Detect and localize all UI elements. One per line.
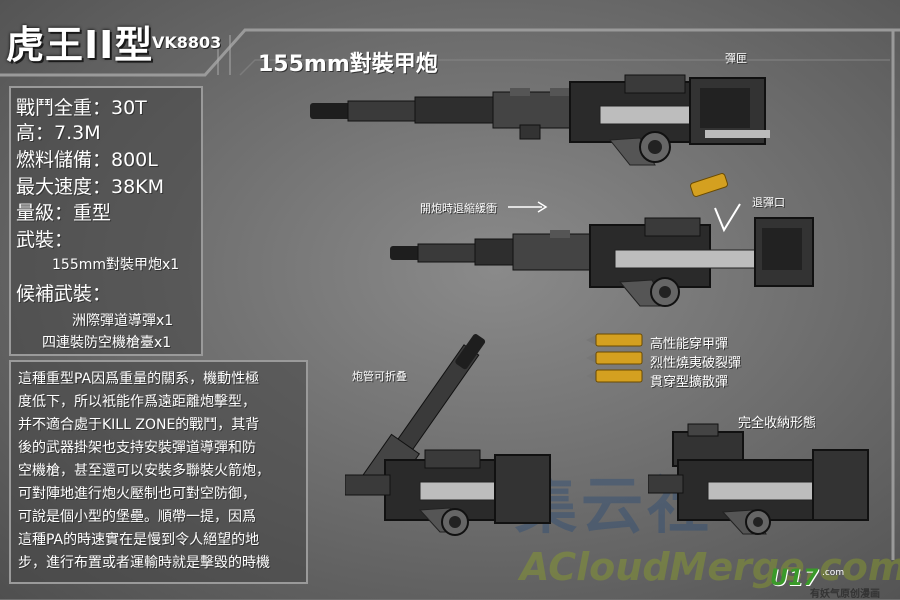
u17-logo-domain: .com (822, 568, 845, 578)
u17-logo: U17 (770, 566, 819, 591)
watermark-url: ACloudMerge.com (520, 545, 900, 589)
description-line: 後的武器掛架也支持安裝彈道導彈和防 (18, 440, 256, 456)
spec-speed: 最大速度：38KM (16, 176, 165, 198)
cannon-view-full (310, 74, 770, 166)
spec-alt-title: 候補武裝： (16, 283, 112, 305)
cannon-view-recoil (390, 217, 814, 307)
spec-class: 量級：重型 (16, 202, 112, 224)
description-line: 空機槍，甚至還可以安裝多聯裝火箭炮， (18, 463, 270, 479)
ammo-shells-icon (586, 333, 643, 383)
description-line: 度低下，所以衹能作爲遠距離炮擊型， (18, 394, 256, 410)
description-panel (9, 360, 308, 584)
mech-title: 虎王II型 (6, 23, 154, 67)
shell-casing-icon (689, 173, 729, 197)
description-line: 可對陣地進行炮火壓制也可對空防御， (18, 486, 256, 502)
spec-weight: 戰鬥全重：30T (16, 97, 147, 119)
cannon-view-folded (345, 334, 551, 536)
u17-logo-subtitle: 有妖气原创漫画 (810, 589, 880, 600)
ammo-type-label: 高性能穿甲彈 (650, 337, 729, 352)
label-magazine: 彈匣 (725, 52, 747, 65)
spec-armament-item: 155mm對裝甲炮x1 (52, 257, 180, 273)
spec-alt-item: 洲際彈道導彈x1 (72, 313, 174, 329)
specs-panel (9, 86, 203, 356)
spec-height: 高：7.3M (16, 122, 101, 144)
spec-alt-item: 四連裝防空機槍臺x1 (42, 335, 172, 351)
description-line: 這種重型PA因爲重量的關系，機動性極 (18, 371, 260, 387)
ammo-type-label: 貫穿型擴散彈 (650, 375, 729, 390)
gun-title: 155mm對裝甲炮 (258, 52, 438, 77)
ejection-arrow-icon (714, 203, 741, 233)
description-line: 步，進行布置或者運輸時就是擊毀的時機 (18, 555, 270, 571)
model-code: VK8803 (152, 33, 222, 52)
description-line: 這種PA的時速實在是慢到令人絕望的地 (18, 532, 260, 548)
cannon-view-stowed (648, 423, 869, 535)
label-recoil: 開炮時退縮緩衝 (420, 202, 497, 215)
label-foldable: 炮管可折叠 (352, 370, 407, 383)
ammo-type-label: 烈性燒夷破裂彈 (650, 356, 742, 371)
label-stowed: 完全收納形態 (738, 416, 817, 431)
label-ejection: 退彈口 (752, 196, 785, 209)
description-line: 可說是個小型的堡壘。順帶一提，因爲 (18, 509, 256, 525)
description-line: 并不適合處于KILL ZONE的戰鬥，其背 (18, 417, 260, 433)
spec-fuel: 燃料儲備：800L (16, 149, 158, 171)
recoil-arrow-icon (508, 201, 548, 213)
spec-armament-title: 武裝： (16, 229, 74, 251)
